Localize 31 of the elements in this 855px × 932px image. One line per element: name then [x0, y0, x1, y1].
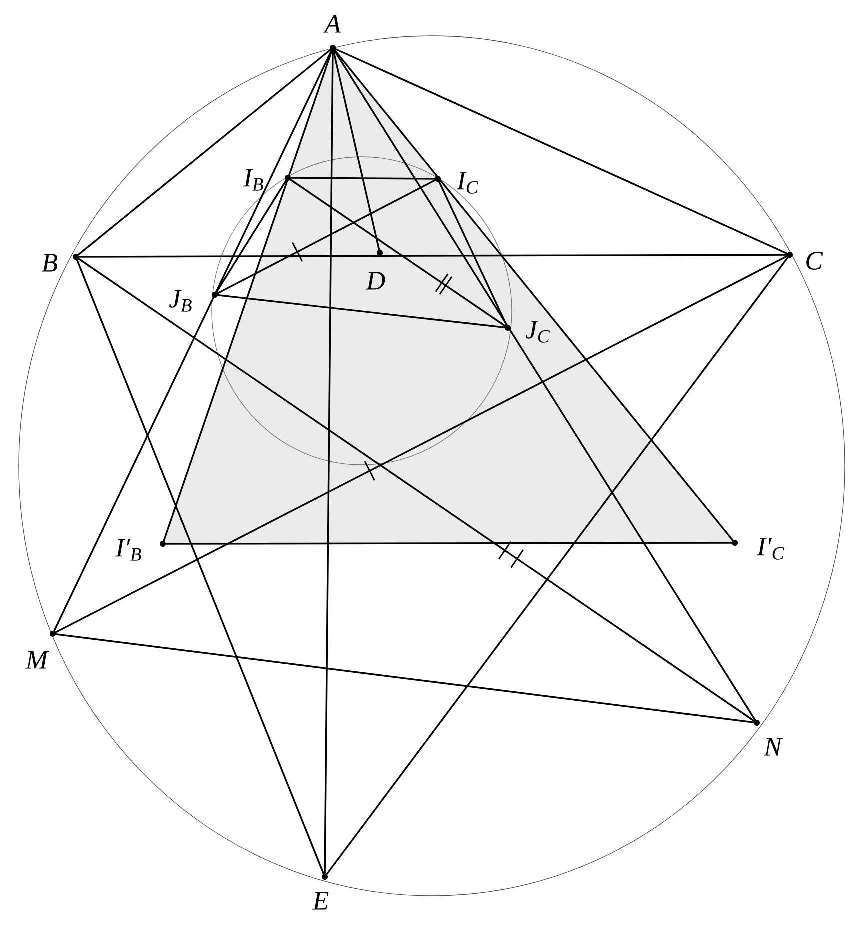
line-segment — [288, 177, 438, 180]
point-label: A — [323, 15, 342, 33]
point-label: C — [806, 252, 824, 270]
point-label: I′$_{C}$ — [756, 538, 784, 560]
line-segment — [214, 294, 508, 329]
line-segment — [214, 178, 289, 296]
point-label: I$_{B}$ — [243, 169, 264, 191]
line-segment — [437, 178, 509, 328]
line-segment — [75, 47, 334, 258]
line-segment — [324, 48, 334, 878]
line-segment — [52, 48, 334, 634]
line-segment — [52, 254, 790, 635]
point-label: J$_{C}$ — [526, 321, 550, 343]
point-label: I$_{C}$ — [456, 172, 478, 194]
point-label: D — [366, 272, 386, 290]
point-label: I′$_{B}$ — [116, 539, 142, 561]
line-segment — [324, 254, 791, 878]
point-label: B — [42, 254, 58, 272]
line-segment — [76, 254, 790, 258]
point-label: E — [312, 892, 329, 910]
point-label: N — [764, 738, 784, 756]
line-segment — [163, 542, 735, 545]
line-segment — [214, 178, 438, 296]
line-segment — [288, 177, 508, 329]
line-segment — [76, 256, 758, 724]
line-segment — [75, 256, 326, 878]
line-segment — [52, 633, 758, 724]
line-segment — [332, 47, 790, 256]
line-segment — [332, 47, 736, 544]
point-label: M — [26, 651, 50, 669]
point-label: J$_{B}$ — [169, 290, 192, 312]
